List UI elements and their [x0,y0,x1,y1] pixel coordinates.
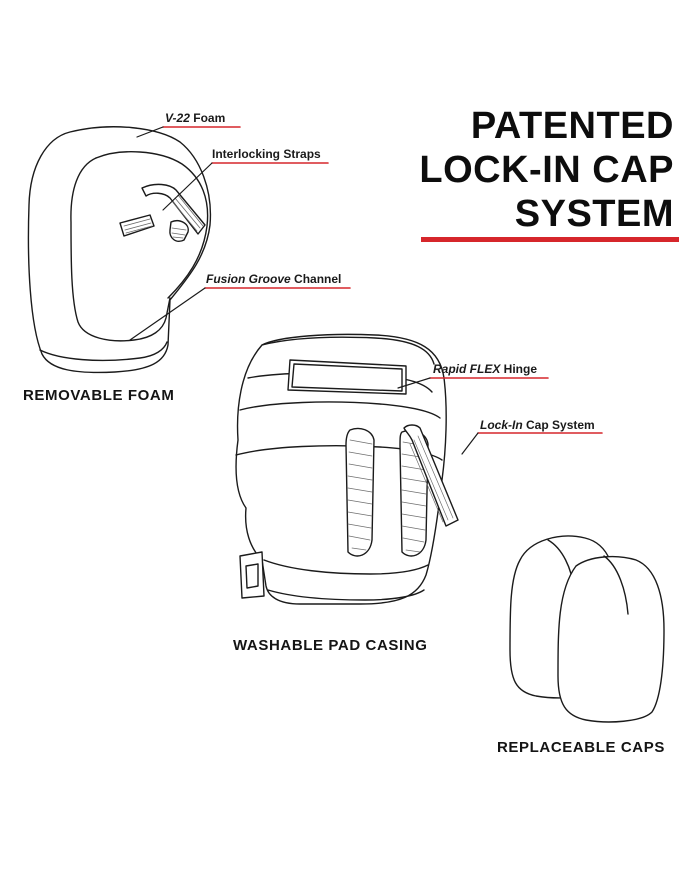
knee-pad-casing-illustration [235,333,459,605]
callout-v22-foam: V-22 Foam [165,111,225,125]
title-line-2: LOCK-IN CAP [419,149,674,191]
title-underline [421,237,679,242]
callout-v22-foam-italic: V-22 [165,111,190,125]
callout-v22-foam-rest: Foam [189,111,226,125]
callout-rapid-flex-rest: Hinge [500,362,538,376]
title-line-3: SYSTEM [514,193,674,235]
label-washable-pad-casing: WASHABLE PAD CASING [233,637,428,654]
callout-fusion-groove-rest: Channel [290,272,342,286]
title-line-1: PATENTED [470,105,674,147]
callout-rapid-flex-italic: Rapid FLEX [433,362,501,376]
callout-lock-in-italic: Lock-In [480,418,523,432]
replaceable-caps-illustration [509,535,665,723]
foam-insert-illustration [27,126,212,374]
callout-rapid-flex: Rapid FLEX Hinge [433,362,537,376]
callout-fusion-groove: Fusion Groove Channel [206,272,341,286]
casing-callout-leaders [397,377,603,455]
callout-fusion-groove-italic: Fusion Groove [206,272,291,286]
callout-interlocking-straps-text: Interlocking Straps [212,147,321,161]
callout-interlocking-straps: Interlocking Straps [212,147,321,161]
label-removable-foam: REMOVABLE FOAM [23,387,175,404]
callout-lock-in: Lock-In Cap System [480,418,595,432]
label-replaceable-caps: REPLACEABLE CAPS [497,739,665,756]
foam-callout-leaders [129,126,351,341]
callout-lock-in-rest: Cap System [522,418,595,432]
